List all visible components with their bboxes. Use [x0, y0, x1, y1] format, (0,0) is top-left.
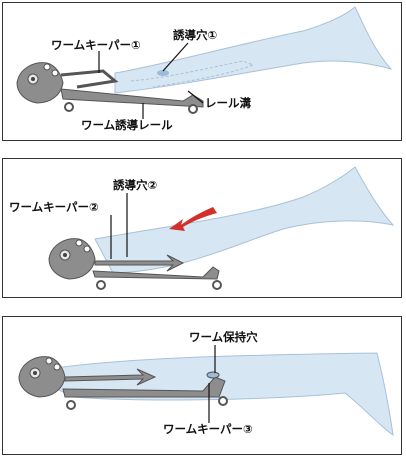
hook-ring-rear	[212, 280, 222, 290]
line-eye-2	[53, 363, 61, 371]
keeper-wire	[60, 69, 119, 89]
worm-guide-rail	[92, 266, 220, 280]
jig-eye-pupil	[31, 77, 35, 81]
jig-eye-pupil	[63, 253, 67, 257]
line-eye-1	[43, 63, 51, 71]
hook-ring-rear	[218, 396, 228, 406]
line-eye-2	[83, 245, 91, 253]
worm-body	[94, 166, 395, 274]
line-eye-2	[51, 69, 59, 77]
label-guide-hole-2: 誘導穴②	[113, 178, 157, 192]
hook-ring-front	[66, 400, 76, 410]
label-worm-holding-hole: ワーム保持穴	[189, 330, 258, 344]
panel-step-1: ワームキーパー① 誘導穴① レール溝 ワーム誘導レール	[2, 2, 402, 141]
label-guide-hole-1: 誘導穴①	[173, 28, 217, 42]
leader-rail-groove	[187, 90, 204, 104]
worm-guide-rail	[60, 88, 204, 108]
hook-shank	[94, 254, 185, 272]
panel-step-3: ワーム保持穴 ワームキーパー③	[2, 316, 402, 455]
worm-body	[114, 6, 393, 94]
diagram-step-1: ワームキーパー① 誘導穴① レール溝 ワーム誘導レール	[16, 6, 393, 132]
jig-head	[48, 238, 96, 280]
leader-guide-hole-1	[162, 42, 189, 72]
push-direction-arrow	[169, 207, 217, 231]
label-worm-keeper-3: ワームキーパー③	[163, 422, 253, 436]
line-eye-1	[75, 239, 83, 247]
hook-ring-rear	[188, 104, 198, 114]
hook-ring-front	[96, 280, 106, 290]
diagram-step-2: 誘導穴② ワームキーパー②	[9, 166, 395, 290]
line-eye-1	[45, 357, 53, 365]
label-worm-keeper-2: ワームキーパー②	[9, 200, 99, 214]
jig-head	[18, 356, 66, 398]
jig-head	[16, 62, 64, 104]
label-rail-groove: レール溝	[205, 96, 251, 110]
panel-step-2: 誘導穴② ワームキーパー②	[2, 158, 402, 298]
worm-holding-hole	[206, 371, 220, 379]
worm-guide-rail	[62, 376, 226, 398]
hook-ring-front	[64, 102, 74, 112]
rail-groove-outline	[130, 60, 255, 88]
label-worm-keeper-1: ワームキーパー①	[51, 38, 141, 52]
diagram-step-3: ワーム保持穴 ワームキーパー③	[18, 330, 394, 437]
guide-hole-1	[157, 70, 169, 76]
label-worm-guide-rail: ワーム誘導レール	[81, 118, 173, 132]
jig-eye-pupil	[33, 371, 37, 375]
hook-shank	[64, 368, 157, 386]
